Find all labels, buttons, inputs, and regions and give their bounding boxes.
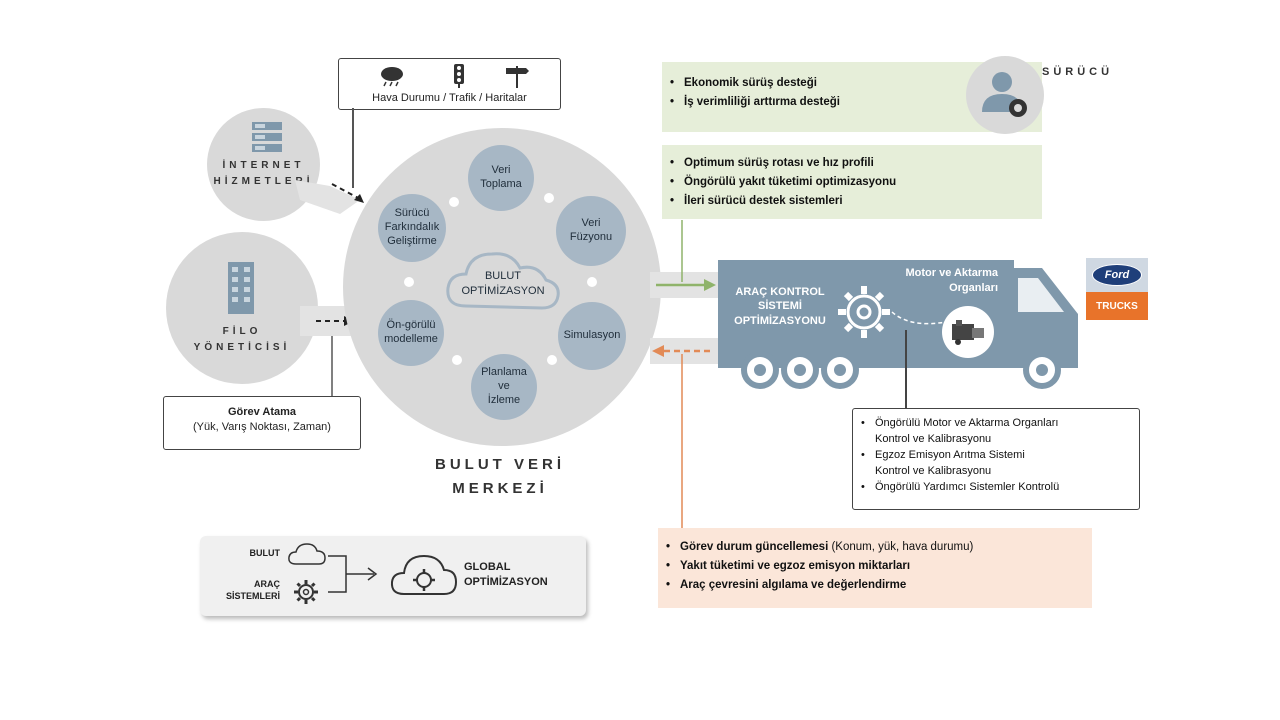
calibration-item: Öngörülü Yardımcı Sistemler Kontrolü [861, 479, 1139, 495]
node-predictive-modeling: Ön-görülü modelleme [378, 300, 444, 366]
signpost-icon [506, 66, 529, 88]
node-data-fusion: Veri Füzyonu [556, 196, 626, 266]
ford-trucks-logo: Ford TRUCKS [1086, 258, 1148, 320]
cloud-rain-icon [381, 67, 403, 87]
status-update-panel: Görev durum güncellemesi (Konum, yük, ha… [658, 528, 1092, 608]
engine-icon [952, 320, 984, 345]
weather-traffic-map-box: Hava Durumu / Trafik / Haritalar [338, 58, 561, 110]
task-assignment-title: Görev Atama [227, 406, 297, 418]
status-item: Yakıt tüketimi ve egzoz emisyon miktarla… [666, 557, 1092, 576]
task-assignment-subtitle: (Yük, Varış Noktası, Zaman) [193, 421, 331, 433]
trucks-label: TRUCKS [1086, 292, 1148, 320]
dashed-link [891, 311, 947, 325]
driver-icon [982, 72, 1027, 117]
driver-support-item: İş verimliliği arttırma desteği [670, 93, 1042, 112]
legend-cloud-label: BULUT [249, 548, 281, 558]
gear-icon [838, 286, 890, 338]
legend-merge-arrow [328, 555, 378, 593]
status-item-task-bold: Görev durum güncellemesi [680, 541, 829, 553]
node-simulation: Simulasyon [558, 302, 626, 370]
route-item: Öngörülü yakıt tüketimi optimizasyonu [670, 173, 1042, 192]
legend-cloud-icon [288, 543, 326, 565]
cloud-datacenter-label: BULUT VERİ MERKEZİ [435, 456, 565, 497]
status-item-task: Görev durum güncellemesi (Konum, yük, ha… [666, 538, 1092, 557]
calibration-connector [905, 330, 907, 410]
route-item: Optimum sürüş rotası ve hız profili [670, 154, 1042, 173]
status-item-task-rest: (Konum, yük, hava durumu) [828, 541, 974, 553]
legend-vehicle-label: ARAÇ SİSTEMLERİ [225, 579, 280, 602]
legend-box [200, 536, 586, 616]
server-icon [252, 122, 282, 152]
node-driver-awareness: Sürücü Farkındalık Geliştirme [378, 194, 446, 262]
ford-oval: Ford [1092, 264, 1142, 286]
legend-gear-icon [294, 580, 318, 604]
calibration-item: Öngörülü Motor ve Aktarma Organları Kont… [861, 415, 1139, 447]
calibration-box: Öngörülü Motor ve Aktarma Organları Kont… [852, 408, 1140, 510]
node-planning-monitoring: Planlama ve İzleme [471, 354, 537, 420]
route-item: İleri sürücü destek sistemleri [670, 192, 1042, 211]
traffic-light-icon [454, 64, 464, 88]
status-item: Araç çevresini algılama ve değerlendirme [666, 576, 1092, 595]
internet-services-label: İNTERNET HİZMETLERİ [213, 160, 314, 187]
legend-global-label: GLOBAL OPTİMİZASYON [464, 561, 548, 589]
weather-connector [352, 108, 354, 188]
node-data-collection: Veri Toplama [468, 145, 534, 211]
calibration-item: Egzoz Emisyon Arıtma Sistemi Kontrol ve … [861, 447, 1139, 479]
fleet-manager-label: FİLO YÖNETİCİSİ [193, 326, 291, 353]
powertrain-label: Motor ve Aktarma Organları [905, 267, 998, 294]
task-assignment-box: Görev Atama (Yük, Varış Noktası, Zaman) [163, 396, 361, 450]
driver-label: SÜRÜCÜ [1042, 66, 1114, 78]
cloud-optimization-icon [446, 252, 560, 310]
vehicle-control-label: ARAÇ KONTROL SİSTEMİ OPTİMİZASYONU [734, 286, 826, 327]
driver-support-item: Ekonomik sürüş desteği [670, 74, 1042, 93]
route-optimization-panel: Optimum sürüş rotası ve hız profili Öngö… [662, 145, 1042, 219]
building-icon [228, 262, 254, 314]
cloud-optimization-label: BULUT OPTİMİZASYON [461, 270, 545, 297]
weather-box-label: Hava Durumu / Trafik / Haritalar [372, 92, 527, 104]
legend-global-cloud-icon [390, 554, 458, 595]
